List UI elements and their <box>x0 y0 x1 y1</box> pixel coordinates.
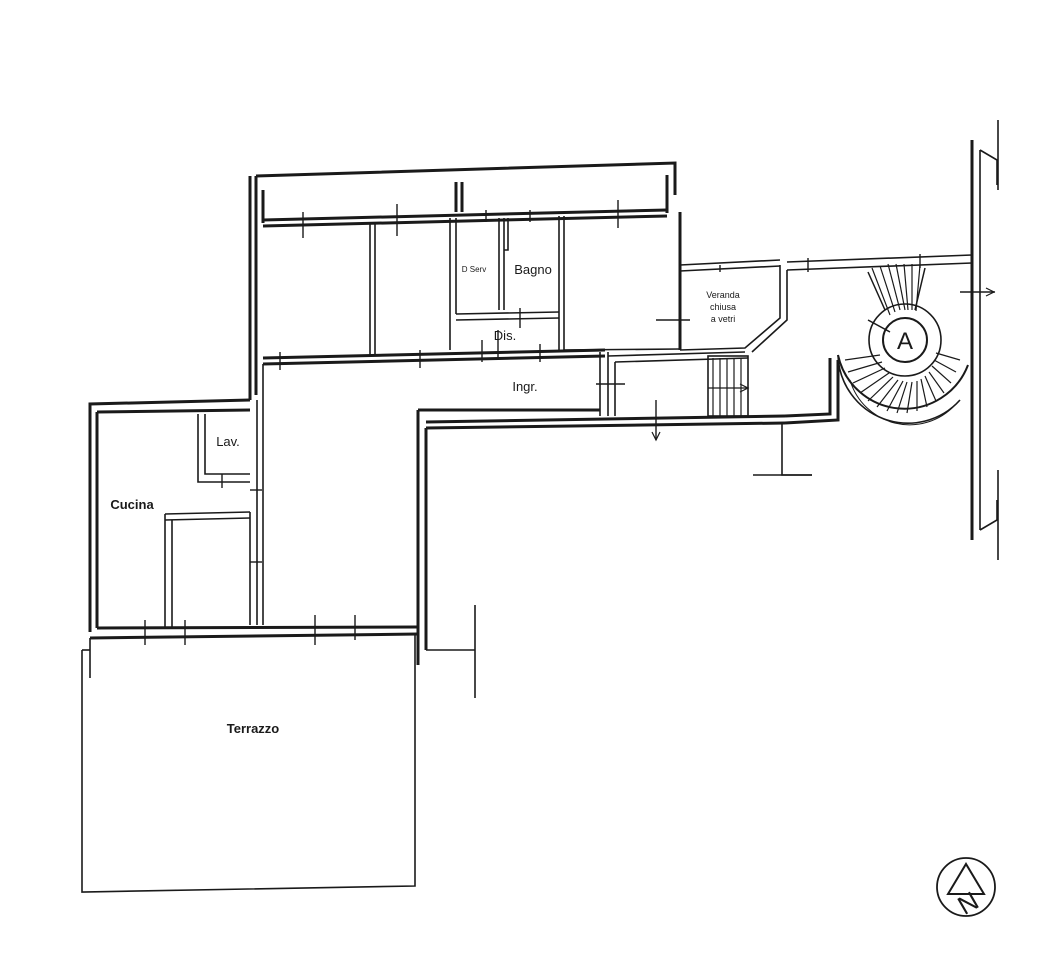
spiral-stair: A <box>837 263 969 426</box>
north-arrow-icon: N <box>936 857 996 921</box>
label-cucina: Cucina <box>110 497 154 512</box>
room-labels: D Serv Bagno Dis. Ingr. Veranda chiusa a… <box>110 262 739 736</box>
outer-walls <box>81 161 840 893</box>
label-ingresso: Ingr. <box>512 379 537 394</box>
label-dis: Dis. <box>494 328 516 343</box>
label-veranda-1: Veranda <box>706 290 740 300</box>
straight-stair <box>707 355 750 417</box>
label-d-serv: D Serv <box>462 265 486 274</box>
label-bagno: Bagno <box>514 262 552 277</box>
stair-label: A <box>897 328 913 355</box>
label-terrazzo: Terrazzo <box>227 721 280 736</box>
label-veranda-2: chiusa <box>710 302 736 312</box>
label-lav: Lav. <box>216 434 240 449</box>
inner-walls <box>164 208 973 628</box>
window-ticks <box>144 200 921 645</box>
label-veranda-3: a vetri <box>711 314 736 324</box>
right-boundary <box>960 120 999 560</box>
